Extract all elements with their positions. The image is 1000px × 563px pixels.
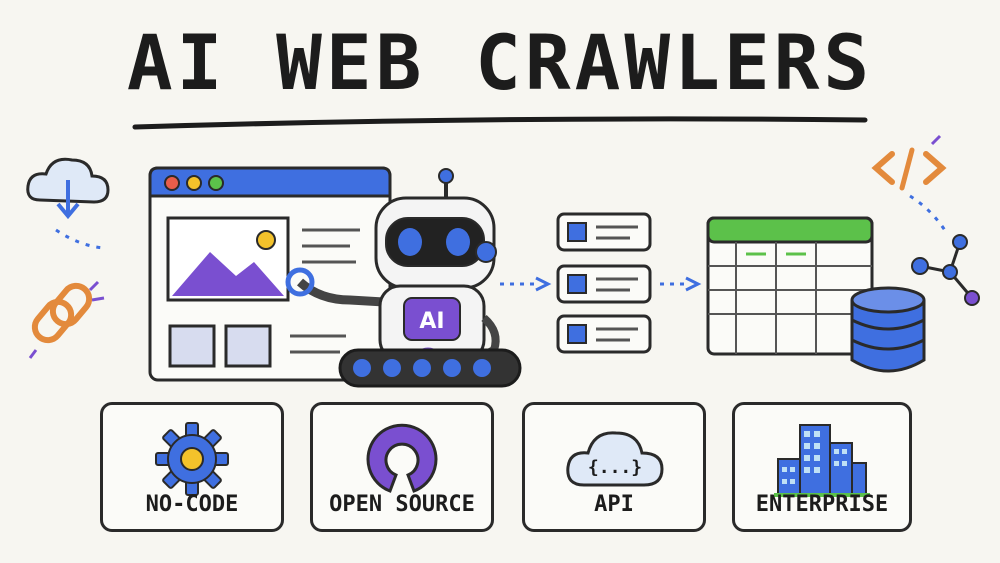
card-open-source[interactable]: OPEN SOURCE xyxy=(310,402,494,532)
browser-window xyxy=(148,166,392,382)
page-title: AI WEB CRAWLERS xyxy=(126,18,874,107)
spreadsheet-icon xyxy=(706,216,874,356)
card-enterprise[interactable]: ENTERPRISE xyxy=(732,402,912,532)
card-label: ENTERPRISE xyxy=(755,492,889,517)
crawler-diagram: AI xyxy=(26,116,980,388)
open-source-icon xyxy=(366,423,438,493)
window-min-dot xyxy=(186,175,202,191)
buildings-icon xyxy=(774,424,870,497)
cloud-download-icon xyxy=(26,157,110,250)
extracted-items xyxy=(556,212,652,354)
network-nodes-icon xyxy=(911,234,980,306)
gear-icon xyxy=(155,422,229,496)
card-no-code[interactable]: NO-CODE xyxy=(100,402,284,532)
api-glyph: {...} xyxy=(588,457,642,478)
database-icon xyxy=(850,286,926,373)
cloud-api-icon: {...} xyxy=(566,431,664,487)
card-api[interactable]: {...} API xyxy=(522,402,706,532)
card-label: NO-CODE xyxy=(145,492,239,517)
robot-badge-text: AI xyxy=(419,309,444,334)
link-icon xyxy=(28,280,105,359)
title-underline xyxy=(132,116,868,130)
robot-mascot: AI xyxy=(285,168,522,388)
window-max-dot xyxy=(208,175,224,191)
window-close-dot xyxy=(164,175,180,191)
code-tag-icon xyxy=(871,134,948,233)
card-label: API xyxy=(594,492,634,517)
card-label: OPEN SOURCE xyxy=(329,492,475,517)
